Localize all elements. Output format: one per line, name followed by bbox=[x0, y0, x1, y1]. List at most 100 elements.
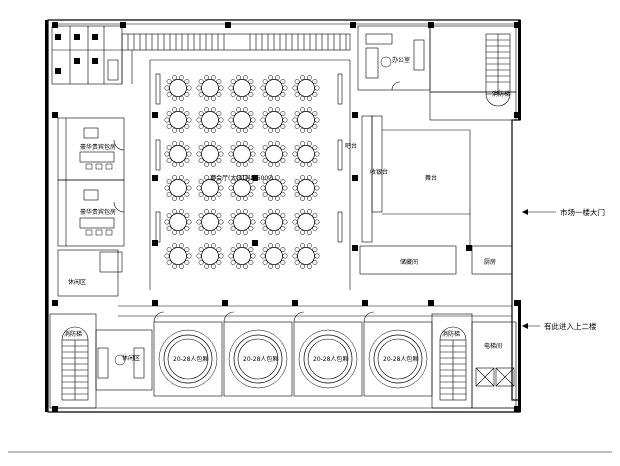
table-top bbox=[297, 145, 315, 163]
chair bbox=[306, 243, 312, 248]
chair bbox=[166, 247, 172, 252]
private-rooms: 20-28人包厢 20-28人包厢 20-28人包厢 20-28人包厢 bbox=[153, 311, 433, 397]
chair bbox=[300, 230, 306, 235]
chair bbox=[250, 185, 256, 191]
lounge-south: 休闲区 bbox=[95, 329, 153, 391]
lounge-south-label: 休闲区 bbox=[122, 354, 140, 362]
chair bbox=[216, 158, 222, 163]
private-room-4-table bbox=[368, 329, 428, 389]
chair bbox=[196, 151, 202, 157]
lounge-west-label: 休闲区 bbox=[68, 278, 86, 286]
chair bbox=[268, 209, 274, 214]
chair bbox=[312, 213, 318, 218]
chair bbox=[274, 141, 280, 146]
chair bbox=[236, 230, 242, 235]
chair bbox=[294, 145, 300, 150]
chair bbox=[306, 264, 312, 269]
chair bbox=[260, 253, 266, 259]
chair bbox=[312, 111, 318, 116]
chair bbox=[250, 151, 256, 157]
chair bbox=[250, 253, 256, 259]
chair bbox=[216, 145, 222, 150]
chair bbox=[218, 117, 224, 123]
chair bbox=[294, 92, 300, 97]
chair bbox=[262, 158, 268, 163]
chair bbox=[178, 96, 184, 101]
chair bbox=[210, 128, 216, 133]
chair bbox=[228, 219, 234, 225]
table-top bbox=[265, 247, 283, 265]
chair bbox=[198, 260, 204, 265]
table-top bbox=[265, 213, 283, 231]
round-table bbox=[292, 209, 320, 235]
chair bbox=[218, 151, 224, 157]
chair bbox=[294, 79, 300, 84]
chair bbox=[178, 175, 184, 180]
stair-west-label: 消防梯 bbox=[64, 330, 82, 338]
elevator-room-label: 电梯间 bbox=[484, 342, 502, 350]
chair bbox=[262, 179, 268, 184]
table-top bbox=[233, 247, 251, 265]
chair bbox=[196, 117, 202, 123]
chair bbox=[216, 247, 222, 252]
round-table bbox=[260, 141, 288, 167]
chair bbox=[312, 192, 318, 197]
chair bbox=[300, 175, 306, 180]
round-table bbox=[164, 141, 192, 167]
private-room-1-label: 20-28人包厢 bbox=[173, 355, 208, 363]
table-top bbox=[233, 145, 251, 163]
chair bbox=[242, 196, 248, 201]
chair bbox=[204, 96, 210, 101]
chair bbox=[248, 226, 254, 231]
chair bbox=[260, 185, 266, 191]
chair bbox=[186, 185, 192, 191]
chair bbox=[306, 162, 312, 167]
table-top bbox=[201, 247, 219, 265]
chair bbox=[242, 209, 248, 214]
chair bbox=[216, 79, 222, 84]
chair bbox=[294, 192, 300, 197]
chair bbox=[280, 247, 286, 252]
table-top bbox=[169, 247, 187, 265]
elevator-room: 电梯间 bbox=[471, 321, 517, 409]
private-room-2-label: 20-28人包厢 bbox=[243, 355, 278, 363]
chair bbox=[262, 124, 268, 129]
dining-hall-label: 宴会厅(大)可容纳600人 bbox=[210, 174, 274, 182]
chair bbox=[164, 253, 170, 259]
chair bbox=[262, 192, 268, 197]
chair bbox=[294, 179, 300, 184]
round-table bbox=[228, 209, 256, 235]
chair bbox=[280, 124, 286, 129]
chair bbox=[306, 107, 312, 112]
chair bbox=[248, 179, 254, 184]
stair-west: 消防梯 bbox=[49, 313, 97, 409]
chair bbox=[306, 230, 312, 235]
chair bbox=[300, 243, 306, 248]
kitchen-label: 厨房 bbox=[484, 258, 496, 266]
chair bbox=[184, 226, 190, 231]
chair bbox=[294, 260, 300, 265]
table-top bbox=[265, 145, 283, 163]
chair bbox=[210, 96, 216, 101]
round-table bbox=[260, 175, 288, 201]
table-top bbox=[297, 213, 315, 231]
chair bbox=[210, 107, 216, 112]
round-table bbox=[164, 243, 192, 269]
chair bbox=[216, 192, 222, 197]
chair bbox=[198, 247, 204, 252]
chair bbox=[178, 107, 184, 112]
chair bbox=[280, 179, 286, 184]
round-table bbox=[164, 75, 192, 101]
chair bbox=[198, 79, 204, 84]
chair bbox=[172, 175, 178, 180]
chair bbox=[294, 158, 300, 163]
chair bbox=[178, 162, 184, 167]
round-table bbox=[260, 75, 288, 101]
chair bbox=[210, 264, 216, 269]
chair bbox=[306, 141, 312, 146]
chair bbox=[204, 128, 210, 133]
chair bbox=[198, 158, 204, 163]
table-top bbox=[233, 179, 251, 197]
chair bbox=[250, 117, 256, 123]
chair bbox=[312, 179, 318, 184]
